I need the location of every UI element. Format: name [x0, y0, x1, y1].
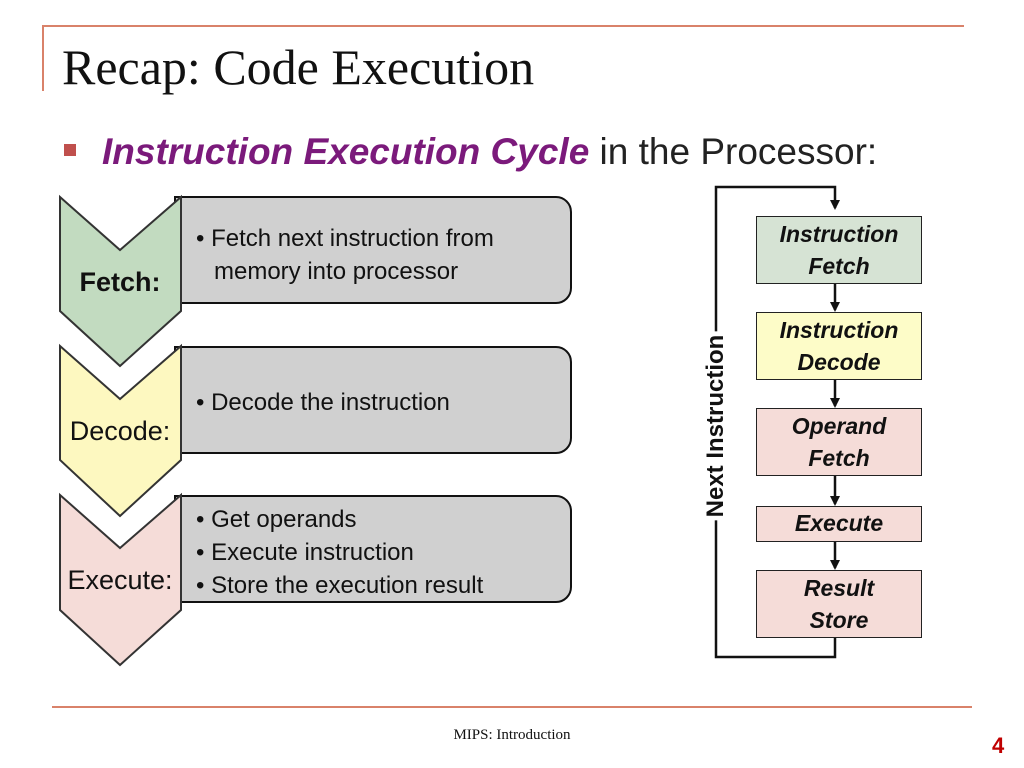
- fetch-chevron: [59, 194, 182, 368]
- execute-description-box: Get operands Execute instruction Store t…: [174, 495, 572, 603]
- execute-item-1: Get operands: [196, 503, 556, 536]
- decode-chevron: [59, 343, 182, 518]
- page-number: 4: [992, 733, 1005, 758]
- execute-box: Execute: [756, 506, 922, 542]
- instruction-decode-box: Instruction Decode: [756, 312, 922, 380]
- decorative-vertical-line: [42, 25, 44, 91]
- operand-fetch-box: Operand Fetch: [756, 408, 922, 476]
- fetch-description-box: Fetch next instruction from memory into …: [174, 196, 572, 304]
- bullet-emphasis: Instruction Execution Cycle: [102, 131, 590, 172]
- decode-stage-label: Decode:: [70, 416, 171, 446]
- operand-fetch-line-1: Operand: [791, 413, 887, 439]
- bullet-text: in the Processor:: [589, 131, 878, 172]
- instruction-fetch-box: Instruction Fetch: [756, 216, 922, 284]
- instruction-fetch-line-1: Instruction: [779, 221, 899, 247]
- decorative-top-line: [42, 25, 964, 27]
- slide-title: Recap: Code Execution: [62, 39, 535, 95]
- decode-description-list: Decode the instruction: [196, 372, 556, 419]
- instruction-decode-line-2: Decode: [797, 349, 881, 375]
- result-store-line-1: Result: [803, 575, 875, 601]
- execute-stage-label: Execute:: [67, 565, 172, 595]
- main-bullet: Instruction Execution Cycle in the Proce…: [64, 130, 877, 174]
- fetch-item-1: Fetch next instruction from memory into …: [196, 222, 556, 288]
- execute-chevron: [59, 492, 182, 667]
- execute-line-1: Execute: [794, 510, 884, 536]
- execute-description-list: Get operands Execute instruction Store t…: [196, 503, 556, 602]
- fetch-stage-label: Fetch:: [80, 267, 161, 297]
- execute-item-2: Execute instruction: [196, 536, 556, 569]
- instruction-decode-line-1: Instruction: [779, 317, 899, 343]
- next-instruction-label: Next Instruction: [702, 331, 730, 521]
- decode-item-1: Decode the instruction: [196, 386, 556, 419]
- operand-fetch-line-2: Fetch: [808, 445, 870, 471]
- result-store-line-2: Store: [809, 607, 869, 633]
- square-bullet-icon: [64, 144, 76, 157]
- footer-text: MIPS: Introduction: [453, 727, 571, 743]
- instruction-fetch-line-2: Fetch: [808, 253, 870, 279]
- footer-divider: [52, 706, 972, 708]
- fetch-description-list: Fetch next instruction from memory into …: [196, 222, 556, 288]
- decode-description-box: Decode the instruction: [174, 346, 572, 454]
- execute-item-3: Store the execution result: [196, 569, 556, 602]
- result-store-box: Result Store: [756, 570, 922, 638]
